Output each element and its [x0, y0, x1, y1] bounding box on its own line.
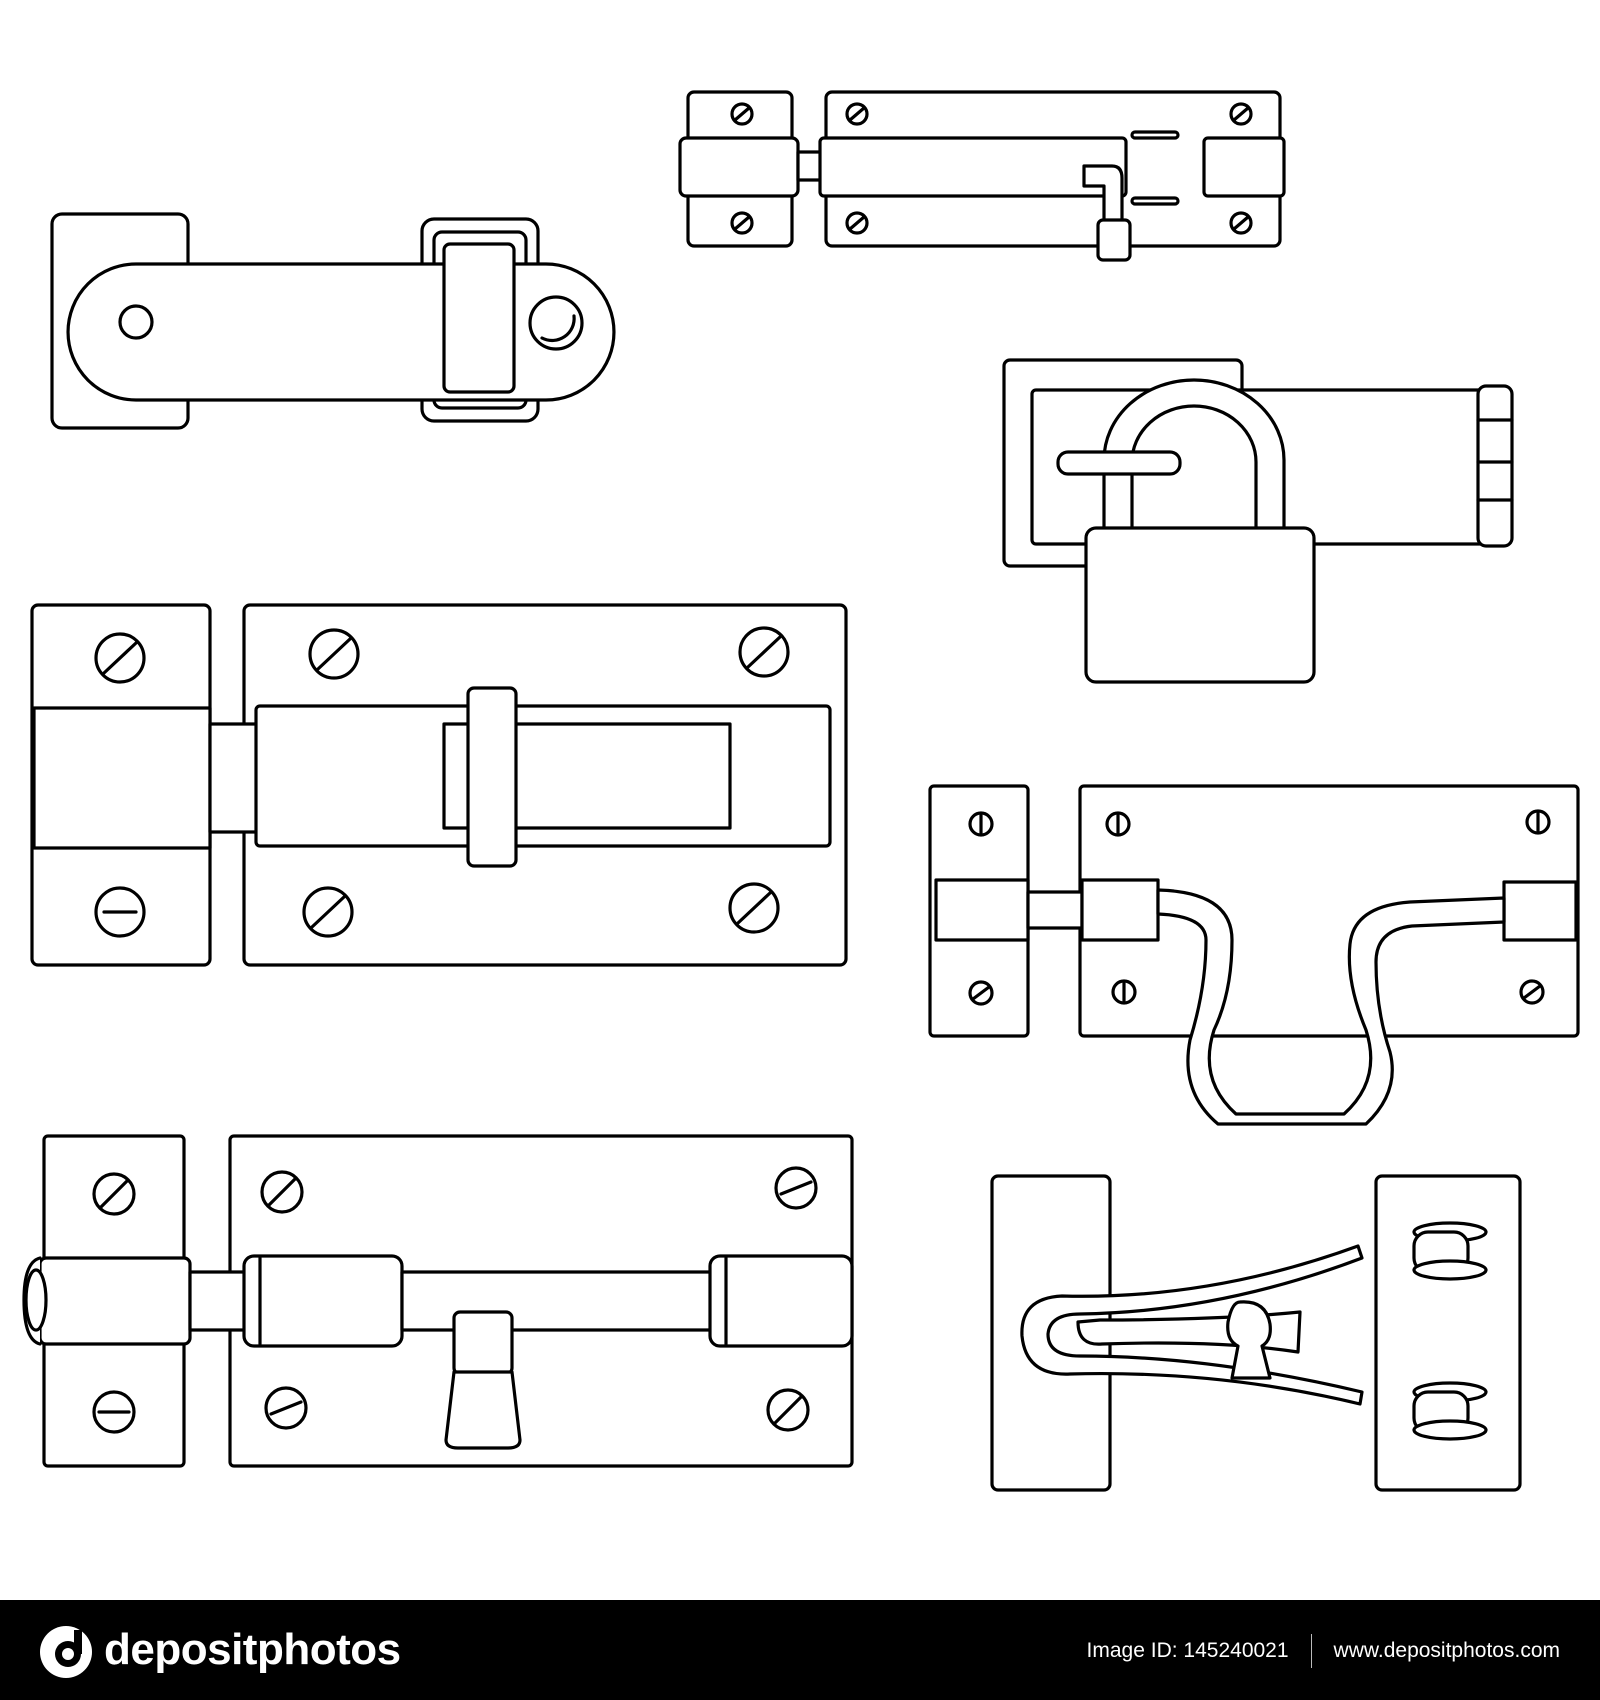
footer-bar: depositphotos Image ID: 145240021 www.de…	[0, 1600, 1600, 1700]
image-meta: Image ID: 145240021 www.depositphotos.co…	[1087, 1634, 1560, 1668]
website-link[interactable]: www.depositphotos.com	[1333, 1639, 1560, 1662]
gate-hook-latch-icon	[990, 1174, 1522, 1492]
tower-bolt-icon	[678, 90, 1286, 262]
image-id-group: Image ID: 145240021	[1087, 1634, 1289, 1668]
depositphotos-logo-icon	[40, 1626, 92, 1678]
brand-name: depositphotos	[104, 1625, 401, 1674]
cabin-hook-bolt-icon	[928, 784, 1580, 1126]
sliding-bolt-icon	[22, 1134, 854, 1468]
illustration-canvas	[22, 90, 1580, 1492]
hasp-padlock-icon	[1002, 358, 1514, 684]
footer-divider	[1310, 1634, 1312, 1668]
image-id-value: 145240021	[1183, 1639, 1289, 1662]
barrel-bolt-icon	[30, 603, 848, 967]
image-id-label: Image ID:	[1086, 1639, 1178, 1662]
hasp-latch-icon	[50, 212, 616, 430]
